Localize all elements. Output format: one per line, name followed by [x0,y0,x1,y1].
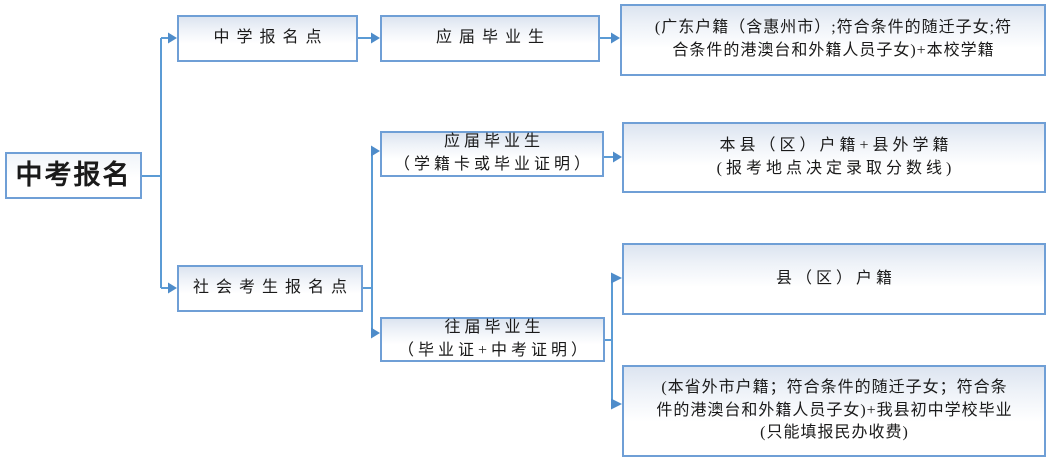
connector-root-branch [142,32,177,294]
connector-social-fresh-to-result [604,151,622,163]
node-social-fresh-result-line1: 本县（区）户籍+县外学籍 [719,136,953,154]
node-former-result-local-label: 县（区）户籍 [775,269,896,287]
node-former-result-local: 县（区）户籍 [622,243,1046,315]
arrowhead-to-former-graduate [371,327,380,339]
node-social-fresh-graduate-line2: （学籍卡或毕业证明） [393,156,594,173]
node-social-registration-point-label: 社会考生报名点 [192,279,354,297]
node-school-registration-point: 中学报名点 [177,15,358,62]
arrowhead-to-local-result [611,272,622,284]
node-school-fresh-result-line2: 合条件的港澳台和外籍人员子女)+本校学籍 [672,42,995,59]
arrowhead-to-fresh-graduate [371,32,380,44]
node-former-graduate-line2: （毕业证+中考证明） [397,341,592,359]
connector-former-branch [605,272,622,410]
node-social-registration-point: 社会考生报名点 [177,265,363,312]
node-former-graduate: 往届毕业生 （毕业证+中考证明） [380,317,605,362]
node-former-result-nonlocal-line3: (只能填报民办收费) [760,424,909,442]
arrowhead-to-social-point [168,282,177,294]
connector-fresh-to-result [600,32,620,44]
node-school-fresh-graduate-label: 应届毕业生 [435,29,551,47]
connector-social-branch [363,145,380,339]
arrowhead-to-school-point [168,32,177,44]
node-former-result-nonlocal: (本省外市户籍；符合条件的随迁子女；符合条 件的港澳台和外籍人员子女)+我县初中… [622,365,1046,457]
node-root-label: 中考报名 [15,160,132,191]
arrowhead-to-school-result [611,32,620,44]
node-school-fresh-result-line1: (广东户籍（含惠州市）;符合条件的随迁子女;符 [654,19,1013,37]
node-former-result-nonlocal-line2: 件的港澳台和外籍人员子女)+我县初中学校毕业 [656,401,1013,419]
node-former-graduate-line1: 往届毕业生 [444,318,545,336]
node-school-fresh-result: (广东户籍（含惠州市）;符合条件的随迁子女;符 合条件的港澳台和外籍人员子女)+… [620,4,1046,76]
arrowhead-to-social-fresh [371,145,380,157]
node-root: 中考报名 [5,152,142,199]
arrowhead-to-social-fresh-result [613,151,622,163]
node-social-fresh-result-line2: (报考地点决定录取分数线) [716,159,956,177]
connector-school-to-fresh [358,32,380,44]
node-school-registration-point-label: 中学报名点 [213,29,329,47]
node-school-fresh-graduate: 应届毕业生 [380,15,600,62]
node-former-result-nonlocal-line1: (本省外市户籍；符合条件的随迁子女；符合条 [661,378,1008,396]
node-social-fresh-graduate-line1: 应届毕业生 [443,133,544,151]
node-social-fresh-graduate: 应届毕业生 （学籍卡或毕业证明） [380,131,604,177]
node-social-fresh-result: 本县（区）户籍+县外学籍 (报考地点决定录取分数线) [622,122,1046,193]
arrowhead-to-nonlocal-result [611,398,622,410]
